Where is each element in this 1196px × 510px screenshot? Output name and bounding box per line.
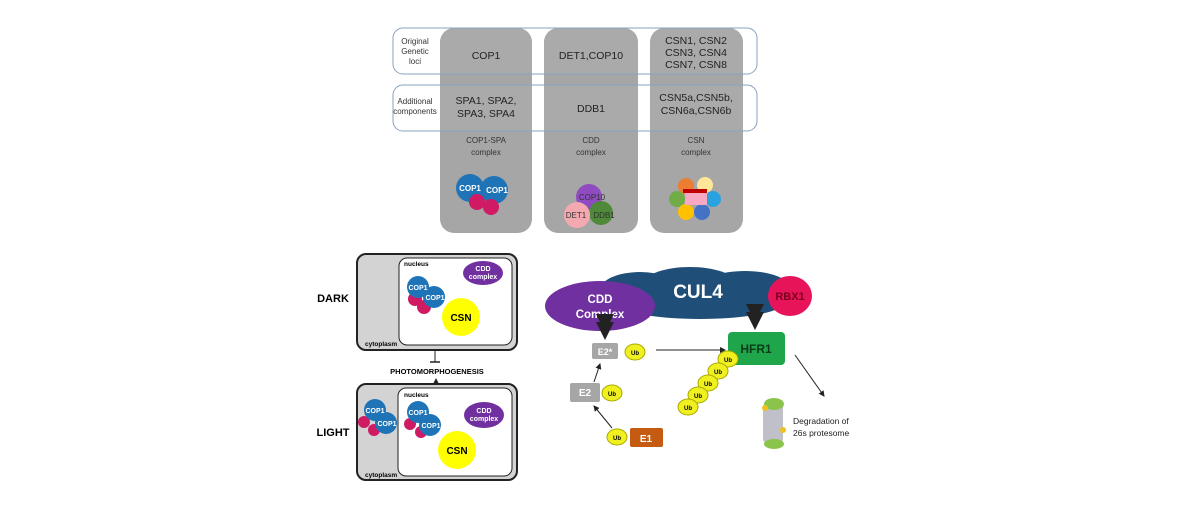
svg-text:COP1: COP1 <box>408 285 427 292</box>
ub-chain: Ub Ub Ub Ub Ub <box>677 350 739 416</box>
svg-text:COP1: COP1 <box>459 184 481 193</box>
svg-text:CSN: CSN <box>450 313 471 324</box>
svg-text:cytoplasm: cytoplasm <box>365 341 397 348</box>
e1 <box>630 428 663 447</box>
cdd-original: DET1,COP10 <box>559 50 623 62</box>
e2 <box>570 383 600 402</box>
svg-text:nucleus: nucleus <box>404 261 429 268</box>
hfr1 <box>728 332 785 365</box>
svg-text:COP1: COP1 <box>408 410 427 417</box>
svg-text:Ub: Ub <box>608 392 616 398</box>
svg-text:COP1: COP1 <box>365 408 384 415</box>
row-additional <box>392 84 758 132</box>
svg-text:CUL4: CUL4 <box>673 282 723 303</box>
row-original <box>392 27 758 75</box>
photomorphogenesis: PHOTOMORPHOGENESIS <box>390 350 484 384</box>
svg-text:RBX1: RBX1 <box>775 291 804 303</box>
svg-text:CSN: CSN <box>446 446 467 457</box>
svg-text:COP1: COP1 <box>421 423 440 430</box>
dark-label: DARK <box>317 293 349 305</box>
svg-text:DDB1: DDB1 <box>593 211 615 220</box>
svg-text:cytoplasm: cytoplasm <box>365 472 397 479</box>
svg-text:COP1: COP1 <box>486 186 508 195</box>
e2-star <box>592 343 618 359</box>
svg-text:COP1: COP1 <box>377 421 396 428</box>
svg-text:Ub: Ub <box>704 382 712 388</box>
svg-text:E2*: E2* <box>598 347 613 357</box>
cop1-spa-blob: COP1 COP1 <box>456 174 508 215</box>
svg-text:DET1: DET1 <box>566 211 587 220</box>
cdd-blob: COP10 DET1 DDB1 <box>564 184 615 228</box>
light-label: LIGHT <box>317 427 350 439</box>
csn-additional: CSN5a,CSN5b,CSN6a,CSN6b <box>659 92 733 117</box>
photomorphogenesis-label: PHOTOMORPHOGENESIS <box>390 367 484 376</box>
svg-text:E2: E2 <box>579 388 592 399</box>
svg-text:Ub: Ub <box>613 436 621 442</box>
svg-text:Ub: Ub <box>631 351 639 357</box>
svg-text:Ub: Ub <box>724 358 732 364</box>
svg-text:COP10: COP10 <box>579 193 606 202</box>
rbx1 <box>768 276 812 316</box>
svg-text:E1: E1 <box>640 434 653 445</box>
csn-blob <box>669 177 721 220</box>
svg-text:Ub: Ub <box>714 370 722 376</box>
svg-text:Ub: Ub <box>694 394 702 400</box>
svg-text:HFR1: HFR1 <box>740 342 772 356</box>
svg-text:Ub: Ub <box>684 406 692 412</box>
proteasome-icon <box>762 398 786 449</box>
cop1-original: COP1 <box>472 50 501 62</box>
svg-text:nucleus: nucleus <box>404 392 429 399</box>
cdd-additional: DDB1 <box>577 103 605 115</box>
cop1-additional: SPA1, SPA2,SPA3, SPA4 <box>456 95 517 120</box>
svg-text:COP1: COP1 <box>425 295 444 302</box>
cdd-complex <box>545 281 655 331</box>
